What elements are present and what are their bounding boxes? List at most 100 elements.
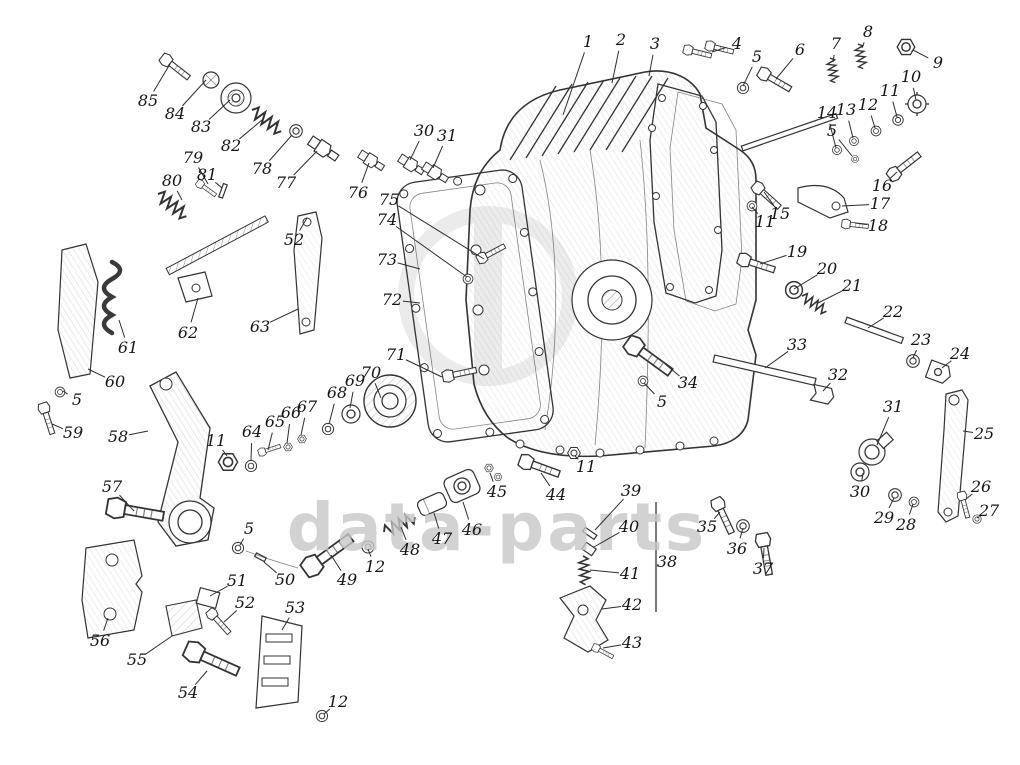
- part-callout-67-56: 67: [296, 397, 318, 416]
- part-callout-76-6: 76: [347, 183, 369, 202]
- center-bottom-parts: [559, 502, 657, 662]
- leader-line-32-80: [822, 382, 831, 392]
- part-callout-34-78: 34: [677, 373, 699, 392]
- part-callout-7-15: 7: [830, 34, 842, 53]
- part-callout-80-36: 80: [161, 171, 183, 190]
- part-callout-54-66: 54: [177, 683, 199, 702]
- leader-line-40-89: [593, 532, 620, 548]
- part-callout-5-60: 5: [243, 519, 255, 538]
- leader-line-82-3: [239, 119, 263, 140]
- leader-line-62-44: [190, 297, 199, 323]
- part-callout-20-30: 20: [816, 259, 838, 278]
- leader-line-20-30: [793, 274, 818, 290]
- part-callout-16-24: 16: [871, 176, 893, 195]
- part-callout-29-83: 29: [873, 508, 895, 527]
- leader-line-16-24: [889, 171, 898, 179]
- leader-line-11-28: [751, 206, 759, 215]
- leader-line-13-21: [848, 120, 854, 139]
- part-callout-35-94: 35: [696, 517, 718, 536]
- part-callout-11-19: 11: [879, 81, 901, 100]
- leader-line-23-33: [912, 349, 917, 359]
- leader-line-4-12: [711, 46, 727, 53]
- part-callout-65-54: 65: [264, 412, 286, 431]
- leader-line-14-22: [829, 123, 837, 149]
- leader-line-83-2: [208, 99, 231, 120]
- part-callout-19-29: 19: [786, 242, 808, 261]
- part-callout-10-18: 10: [900, 67, 922, 86]
- part-callout-31-81: 31: [882, 397, 904, 416]
- part-callout-22-32: 22: [882, 302, 904, 321]
- part-callout-5-23: 5: [826, 121, 838, 140]
- leader-line-66-55: [286, 423, 291, 444]
- leader-line-76-6: [361, 162, 370, 183]
- leader-line-17-25: [841, 204, 870, 207]
- top-left-parts: [157, 51, 451, 186]
- part-callout-3-11: 3: [649, 34, 661, 53]
- part-callout-32-80: 32: [827, 365, 849, 384]
- leader-line-58-50: [128, 430, 149, 436]
- leader-line-56-67: [103, 617, 109, 631]
- leader-line-10-18: [912, 87, 917, 101]
- left-cover-sketch: [396, 169, 554, 443]
- leader-line-68-57: [328, 403, 335, 425]
- part-callout-24-34: 24: [949, 344, 971, 363]
- part-callout-26-86: 26: [970, 477, 992, 496]
- leader-line-52-38: [299, 217, 308, 231]
- leader-line-81-37: [214, 181, 223, 189]
- leader-line-12-68: [323, 708, 330, 715]
- part-callout-52-63: 52: [234, 593, 256, 612]
- leader-line-70-59: [374, 383, 382, 399]
- part-callout-39-88: 39: [620, 481, 642, 500]
- part-callout-82-3: 82: [220, 136, 242, 155]
- part-callout-11-28: 11: [754, 212, 776, 231]
- part-callout-64-53: 64: [241, 422, 263, 441]
- part-callout-75-39: 75: [378, 190, 400, 209]
- part-callout-72-42: 72: [381, 290, 403, 309]
- leader-line-18-26: [854, 222, 868, 226]
- part-callout-31-8: 31: [436, 126, 458, 145]
- part-callout-49-69: 49: [336, 570, 358, 589]
- leader-line-5-13: [742, 66, 753, 87]
- leader-line-77-5: [293, 150, 318, 176]
- leader-line-28-84: [909, 503, 914, 515]
- part-callout-71-43: 71: [385, 345, 407, 364]
- part-callout-1-9: 1: [582, 32, 594, 51]
- leader-line-5-77: [643, 382, 655, 395]
- leader-line-57-51: [119, 494, 135, 512]
- part-callout-12-68: 12: [327, 692, 349, 711]
- leader-line-3-11: [648, 54, 654, 77]
- leader-line-49-69: [330, 554, 342, 572]
- leader-line-43-93: [602, 644, 622, 649]
- left-linkage-parts: [36, 178, 323, 437]
- part-callout-58-50: 58: [107, 427, 129, 446]
- part-callout-69-58: 69: [344, 371, 366, 390]
- part-callout-52-38: 52: [283, 230, 305, 249]
- part-callout-66-55: 66: [280, 403, 302, 422]
- part-callout-85-0: 85: [137, 91, 159, 110]
- leader-line-69-58: [349, 391, 354, 409]
- part-callout-5-13: 5: [751, 47, 763, 66]
- leader-line-1-9: [562, 52, 585, 116]
- leader-line-47-72: [433, 512, 440, 529]
- leader-line-35-94: [713, 511, 721, 520]
- leader-line-31-81: [876, 416, 890, 446]
- part-callout-46-73: 46: [461, 520, 483, 539]
- right-gasket-sketch: [648, 83, 743, 312]
- part-callout-13-21: 13: [835, 100, 857, 119]
- part-callout-15-27: 15: [769, 204, 791, 223]
- part-callout-9-17: 9: [932, 53, 944, 72]
- top-right-parts: [681, 38, 929, 232]
- part-callout-73-41: 73: [376, 250, 398, 269]
- leader-line-61-46: [118, 319, 126, 338]
- part-callout-61-46: 61: [117, 338, 139, 357]
- part-callout-81-37: 81: [196, 165, 218, 184]
- part-callout-40-89: 40: [618, 517, 640, 536]
- part-callout-33-79: 33: [786, 335, 808, 354]
- leader-line-30-82: [861, 472, 864, 482]
- leader-line-11-52: [222, 449, 228, 457]
- part-callout-17-25: 17: [869, 194, 891, 213]
- leader-line-8-16: [861, 42, 865, 49]
- leader-line-19-29: [759, 254, 787, 265]
- leader-line-34-78: [664, 363, 680, 377]
